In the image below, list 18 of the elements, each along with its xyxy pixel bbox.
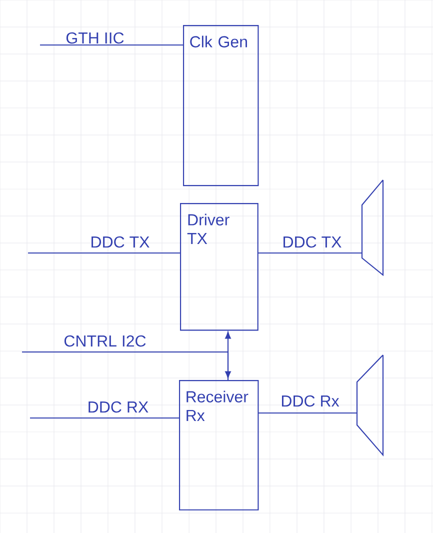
edge-label: DDC TX: [92, 236, 150, 248]
double-arrow: [225, 332, 231, 378]
block-box: Receiver Rx: [179, 380, 259, 510]
edge-label: DDC RX: [88, 401, 148, 413]
edge-label: CNTRL I2C: [64, 335, 146, 347]
signal-line: [258, 252, 362, 254]
edge-label: DDC TX: [284, 236, 342, 248]
block-box: Clk Gen: [183, 25, 259, 186]
connector-drawing: [361, 178, 384, 276]
signal-line: [258, 412, 357, 414]
edge-label: GTH IIC: [66, 32, 124, 44]
signal-line: [22, 351, 229, 380]
signal-line: [40, 44, 183, 46]
block-box: Driver TX: [180, 203, 258, 331]
connector-drawing: [356, 354, 384, 456]
signal-line: [30, 417, 179, 419]
edge-label: DDC Rx: [282, 395, 340, 407]
signal-line: [28, 252, 180, 254]
